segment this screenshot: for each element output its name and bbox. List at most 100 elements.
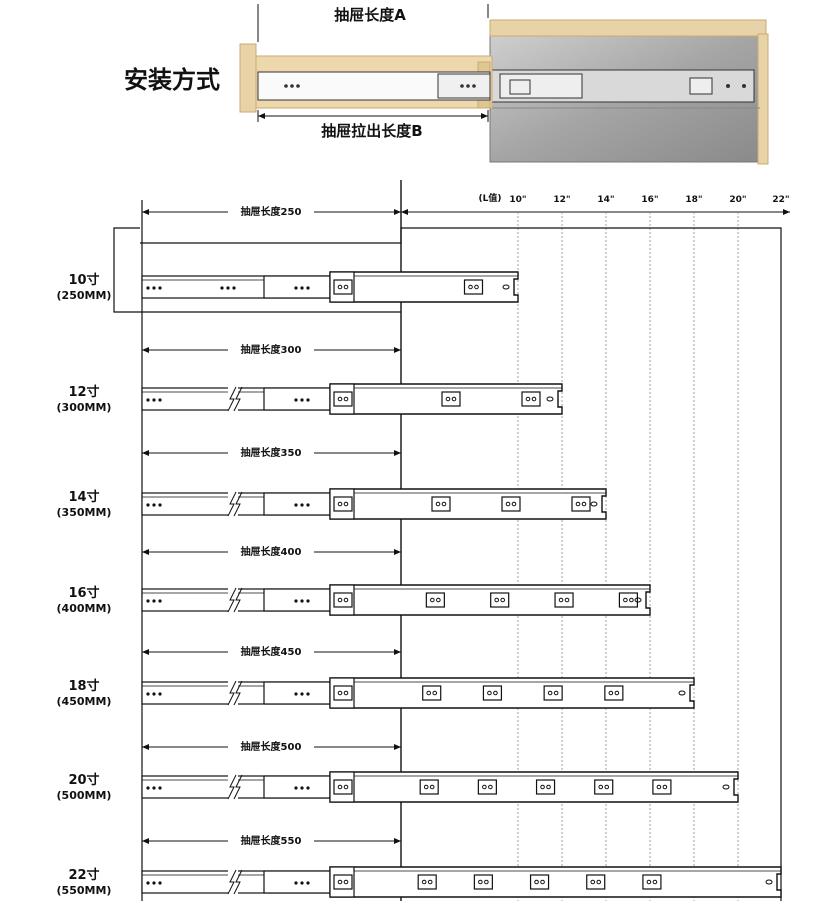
mounting-bracket [586,874,606,890]
label-backdrop [228,343,314,356]
bracket-hole [478,879,483,885]
screw-hole [158,286,162,290]
bracket-hole [553,690,559,696]
mounting-bracket [618,592,638,608]
bracket-hole [488,784,493,790]
bracket-hole [652,879,658,885]
break-symbol [233,869,243,895]
label-backdrop [228,740,314,753]
bracket-hole [629,597,634,603]
screw-hole [306,881,310,885]
screw-hole [158,503,162,507]
bracket-hole [474,284,479,290]
bracket-hole [614,690,620,696]
mounting-bracket [604,685,624,701]
bracket-hole [540,784,545,790]
intermediate-member [263,387,333,411]
end-hole [546,396,554,402]
intermediate-member [263,775,333,799]
mounting-bracket [333,779,353,795]
break-symbol [227,491,237,517]
mounting-bracket [521,391,541,407]
slide-size-label: 12寸 [68,384,99,400]
bracket-hole [343,784,349,790]
bracket-hole [430,597,435,603]
install-label-a: 抽屉长度A [334,6,406,24]
bracket-hole [575,501,581,507]
break-symbol [233,680,243,706]
mounting-bracket [333,496,353,512]
cabinet-member [329,771,739,803]
bracket-hole [445,396,451,402]
slide-mm-label: (250MM) [57,289,112,302]
bracket-hole [487,690,492,696]
screw-hole [306,599,310,603]
bracket-hole [337,784,343,790]
bracket-hole [343,879,349,885]
bracket-hole [623,597,628,603]
screw-hole [306,398,310,402]
screw-hole [158,398,162,402]
intermediate-member [263,681,333,705]
mounting-bracket [490,592,510,608]
mounting-bracket [501,496,521,512]
cabinet-member [329,677,695,709]
break-symbol [233,386,243,412]
screw-hole [226,286,230,290]
break-symbol [227,680,237,706]
screw-hole [300,881,304,885]
bracket-hole [656,784,662,790]
screw-hole [152,881,156,885]
screw-hole [232,286,236,290]
break-symbol [227,774,237,800]
bracket-hole [429,784,435,790]
mounting-bracket [473,874,493,890]
slide-size-label: 10寸 [68,272,99,288]
screw-hole [294,286,298,290]
bracket-hole [426,690,432,696]
mounting-bracket [594,779,614,795]
bracket-hole [540,879,545,885]
drawer-front-board [239,43,257,113]
slide-mm-label: (350MM) [57,506,112,519]
scale-tick-label: 16" [641,195,658,205]
bracket-hole [646,879,652,885]
screw-hole [146,881,150,885]
label-backdrop [228,446,314,459]
screw-hole [152,599,156,603]
break-symbol [227,587,237,613]
bracket-hole [493,690,498,696]
bracket-hole [482,784,487,790]
screw-hole [294,692,298,696]
drawer-length-label: 抽屉长度550 [241,834,302,847]
bracket-hole [558,597,564,603]
drawer-length-label: 抽屉长度400 [241,545,302,558]
bracket-hole [343,501,349,507]
mounting-bracket [333,685,353,701]
break-symbol [233,774,243,800]
slide-mm-label: (400MM) [57,602,112,615]
bracket-hole [337,597,343,603]
install-illustration: 抽屉长度A 抽屉拉出长度B 安装方式 [124,4,769,165]
cabinet-member [329,866,782,898]
mounting-bracket [642,874,662,890]
bracket-hole [337,690,343,696]
scale-unit-label: (L值) [479,192,502,204]
drawer-length-label: 抽屉长度450 [241,645,302,658]
bracket-hole [468,284,473,290]
mounting-bracket [477,779,497,795]
bracket-hole [436,597,441,603]
mounting-bracket [652,779,672,795]
bracket-hole [343,396,349,402]
slide-size-label: 14寸 [68,489,99,505]
screw-hole [146,503,150,507]
bracket-hole [343,690,349,696]
bracket-hole [343,284,349,290]
bracket-hole [337,501,343,507]
bracket-hole [604,784,610,790]
screw-hole [294,503,298,507]
mounting-bracket [417,874,437,890]
